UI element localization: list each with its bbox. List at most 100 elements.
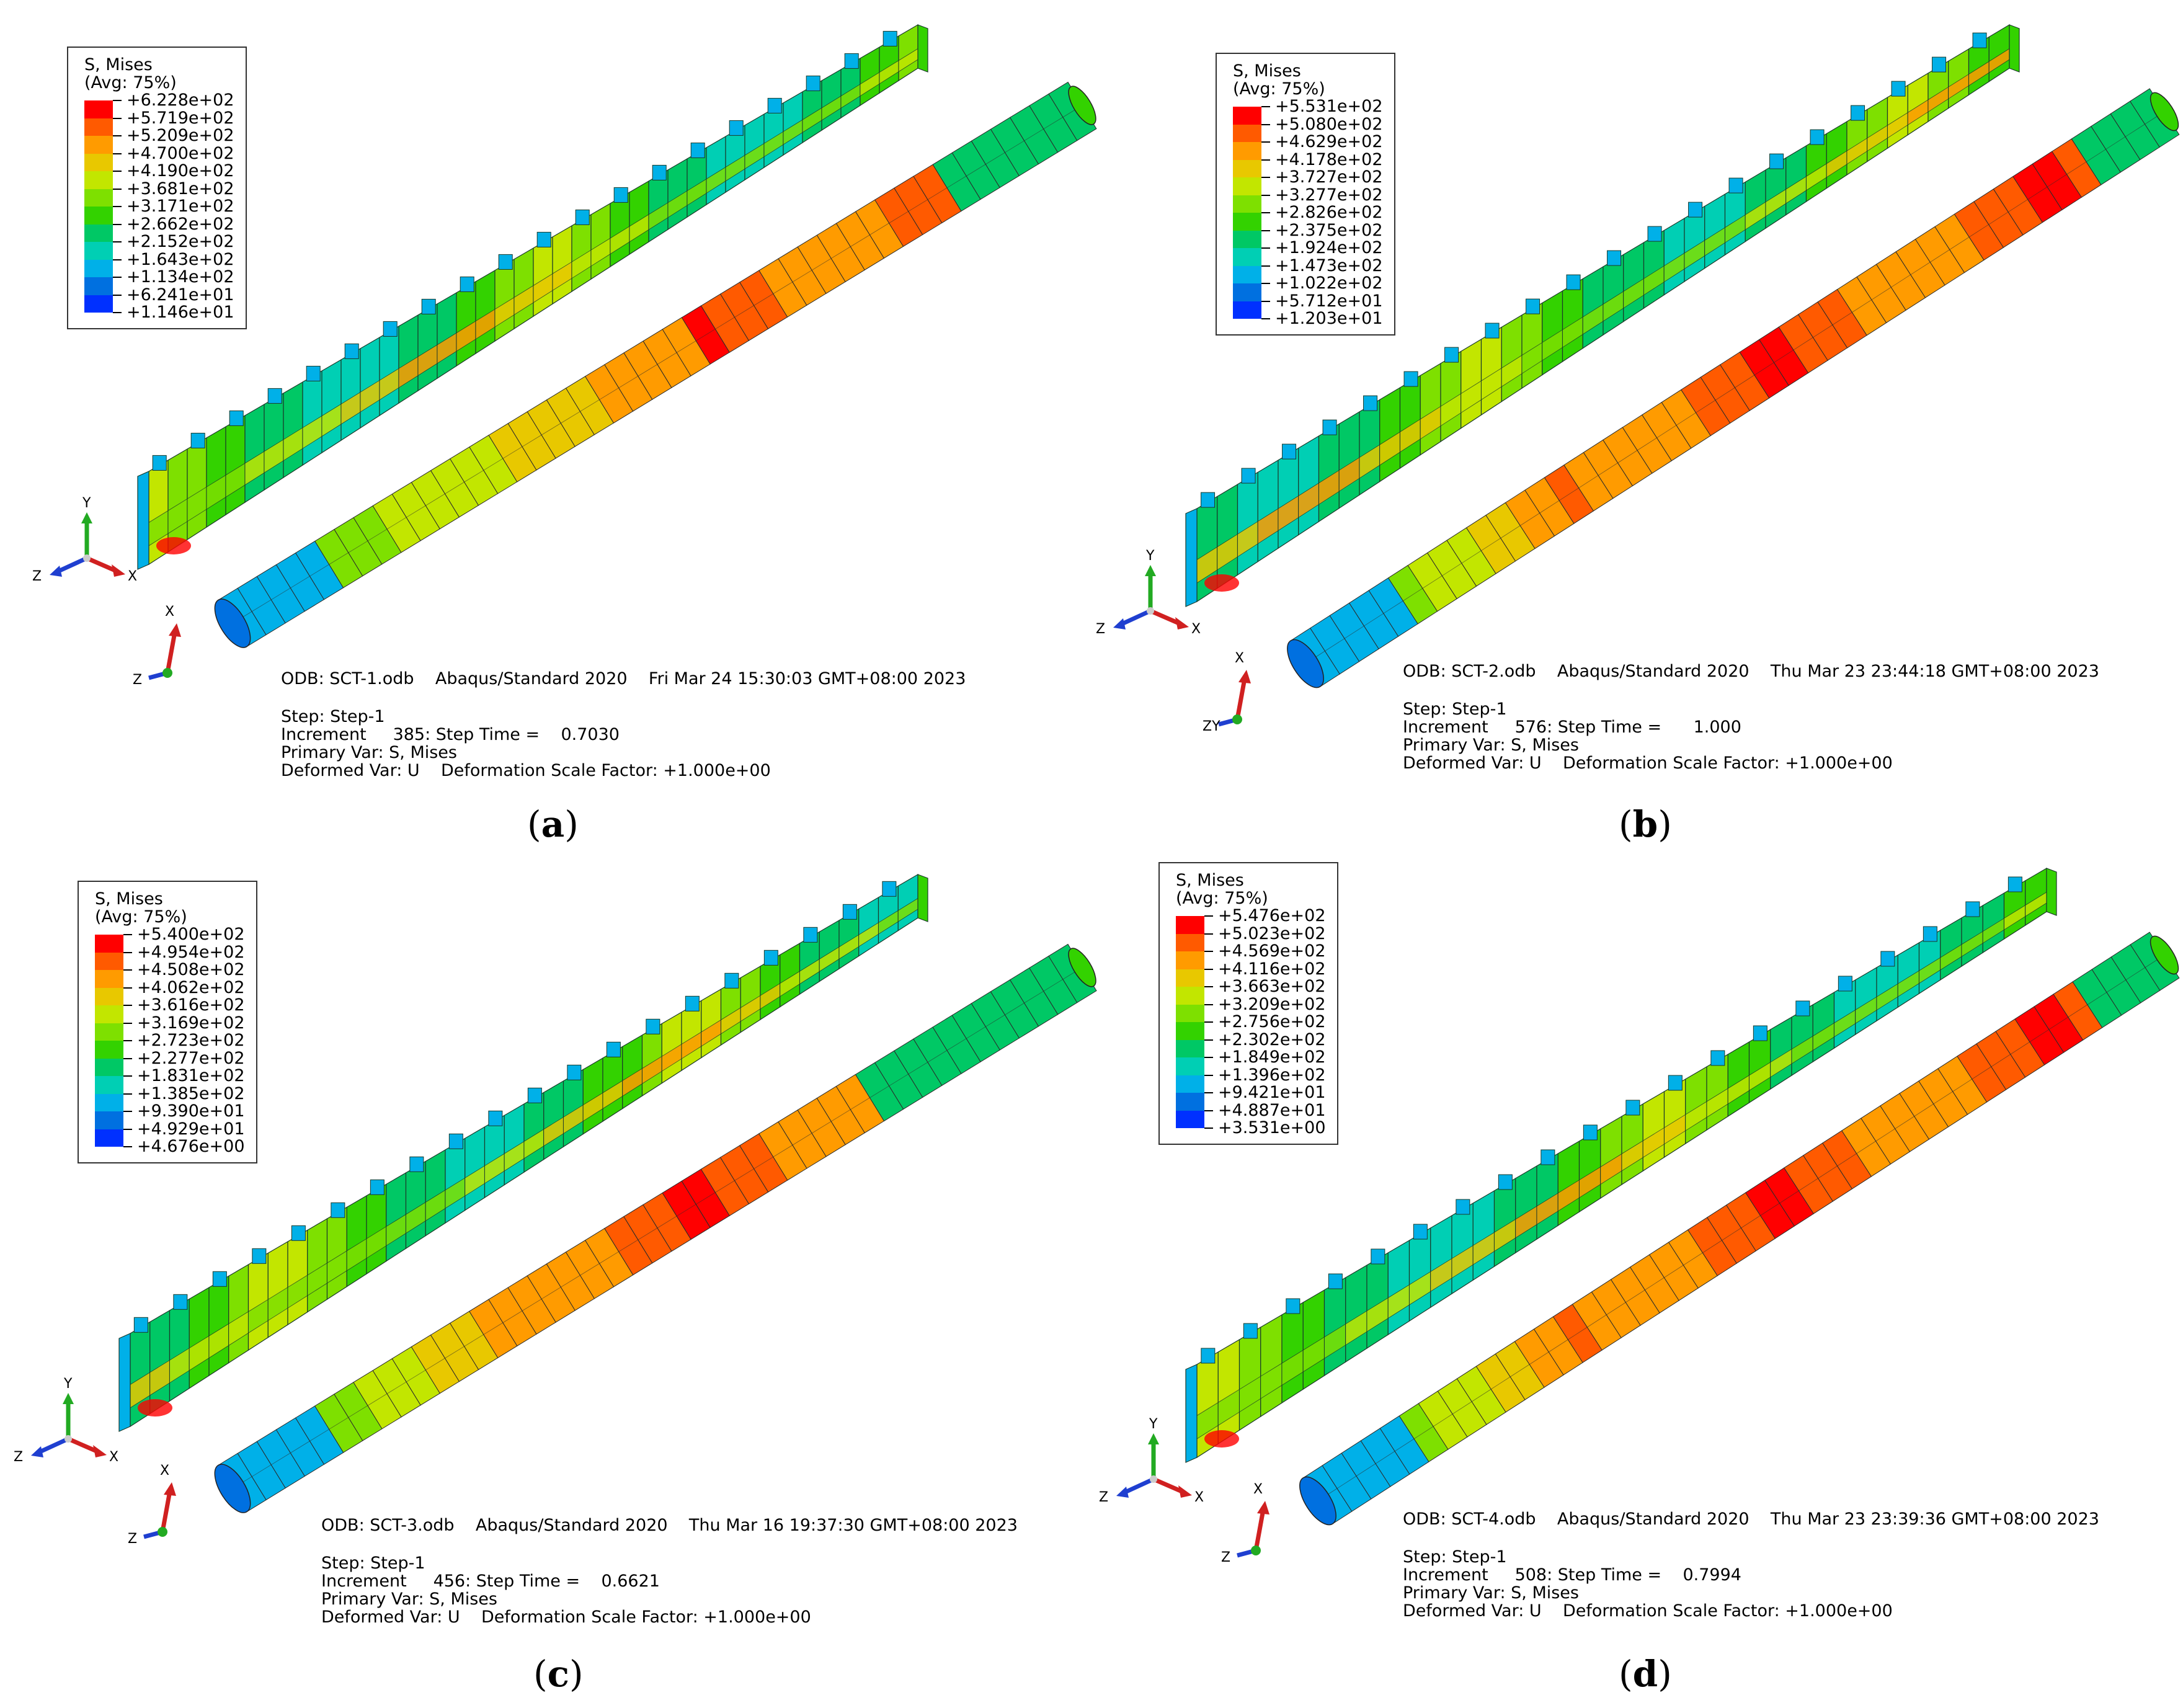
legend-tick	[113, 188, 122, 190]
legend-title: S, Mises	[1176, 871, 1244, 890]
panel-caption: (b)	[1619, 803, 1672, 845]
steel-beam-model	[1185, 24, 2020, 607]
legend-tick	[123, 1128, 132, 1130]
stress-legend: S, Mises(Avg: 75%)+5.476e+02+5.023e+02+4…	[1158, 862, 1338, 1145]
legend-tick	[123, 1005, 132, 1006]
triad-label-right: X	[109, 1449, 118, 1465]
legend-color-swatch	[1176, 1075, 1204, 1093]
legend-row: +5.531e+02	[1233, 97, 1383, 125]
legend-tick	[113, 223, 122, 225]
legend-row: +1.134e+02	[84, 268, 234, 295]
legend-value: +5.719e+02	[127, 108, 234, 128]
legend-tick	[123, 951, 132, 953]
legend-value: +1.203e+01	[1275, 309, 1383, 328]
legend-tick	[1204, 1003, 1213, 1005]
legend-color-swatch	[84, 153, 113, 171]
legend-value: +3.209e+02	[1218, 994, 1326, 1014]
increment-line: Increment 385: Step Time = 0.7030	[281, 725, 620, 744]
deformed-var-line: Deformed Var: U Deformation Scale Factor…	[281, 761, 771, 780]
legend-color-swatch	[1233, 301, 1261, 319]
legend-row: +4.676e+00	[95, 1137, 245, 1156]
legend-color-swatch	[95, 1093, 123, 1111]
stress-legend: S, Mises(Avg: 75%)+5.531e+02+5.080e+02+4…	[1216, 53, 1395, 336]
legend-value: +3.663e+02	[1218, 977, 1326, 996]
legend-row: +4.887e+01	[1176, 1101, 1326, 1128]
legend-row: +2.277e+02	[95, 1049, 245, 1076]
legend-averaging: (Avg: 75%)	[1176, 888, 1268, 908]
legend-row: +4.116e+02	[1176, 960, 1326, 987]
legend-row: +1.473e+02	[1233, 257, 1383, 283]
legend-tick	[1204, 915, 1213, 917]
legend-color-swatch	[1176, 951, 1204, 969]
primary-var-line: Primary Var: S, Mises	[1403, 1583, 1579, 1603]
legend-color-swatch	[84, 207, 113, 225]
legend-value: +1.396e+02	[1218, 1065, 1326, 1085]
legend-value: +1.146e+01	[127, 303, 234, 322]
primary-var-line: Primary Var: S, Mises	[281, 743, 457, 762]
caption-letter: b	[1632, 803, 1658, 845]
legend-tick	[113, 171, 122, 172]
triad-label-up: X	[1235, 651, 1244, 666]
legend-color-swatch	[1176, 987, 1204, 1005]
legend-color-swatch	[1233, 248, 1261, 266]
stress-legend: S, Mises(Avg: 75%)+5.400e+02+4.954e+02+4…	[78, 881, 257, 1163]
triad-label-left: Z	[1096, 621, 1105, 637]
legend-color-swatch	[1176, 1039, 1204, 1057]
legend-color-swatch	[95, 1129, 123, 1147]
triad-label-left: Z	[133, 672, 142, 688]
triad-label-up: Y	[63, 1376, 73, 1392]
legend-tick	[113, 100, 122, 101]
legend-row: +3.277e+02	[1233, 186, 1383, 213]
legend-row: +2.756e+02	[1176, 1013, 1326, 1040]
legend-color-swatch	[1233, 195, 1261, 213]
spacer	[1403, 680, 2099, 700]
panel-caption: (d)	[1619, 1653, 1672, 1695]
legend-tick	[113, 259, 122, 260]
spacer	[321, 1534, 1018, 1554]
legend-value: +5.476e+02	[1218, 906, 1326, 925]
legend-color-swatch	[84, 189, 113, 207]
legend-row: +2.152e+02	[84, 232, 234, 260]
legend-title: S, Mises	[84, 55, 153, 74]
caption-letter: a	[541, 803, 565, 845]
legend-tick	[1261, 194, 1270, 196]
legend-row: +3.169e+02	[95, 1014, 245, 1041]
legend-row: +9.421e+01	[1176, 1083, 1326, 1111]
legend-value: +4.676e+00	[137, 1137, 245, 1156]
stress-legend: S, Mises(Avg: 75%)+6.228e+02+5.719e+02+5…	[67, 47, 247, 329]
legend-value: +2.152e+02	[127, 232, 234, 251]
legend-row: +4.508e+02	[95, 961, 245, 988]
legend-tick	[123, 1057, 132, 1059]
legend-value: +1.924e+02	[1275, 238, 1383, 257]
legend-row: +1.203e+01	[1233, 309, 1383, 328]
step-line: Step: Step-1	[1403, 1547, 1507, 1567]
odb-line: ODB: SCT-3.odb Abaqus/Standard 2020 Thu …	[321, 1516, 1018, 1535]
legend-row: +4.190e+02	[84, 162, 234, 189]
legend-value: +2.826e+02	[1275, 203, 1383, 222]
spacer	[1403, 1528, 2099, 1548]
legend-color-swatch	[84, 242, 113, 260]
legend-value: +3.171e+02	[127, 197, 234, 216]
legend-tick	[1204, 1021, 1213, 1023]
legend-value: +5.209e+02	[127, 126, 234, 145]
legend-tick	[1204, 968, 1213, 970]
legend-color-swatch	[1233, 159, 1261, 177]
legend-row: +1.146e+01	[84, 303, 234, 322]
legend-color-swatch	[1176, 969, 1204, 987]
legend-value: +5.400e+02	[137, 925, 245, 944]
spacer	[281, 688, 966, 708]
triad-label-up: Y	[1145, 548, 1155, 564]
legend-row: +2.826e+02	[1233, 203, 1383, 231]
tube-column-model	[214, 943, 1097, 1513]
legend-tick	[1204, 1074, 1213, 1076]
legend-row: +1.022e+02	[1233, 274, 1383, 301]
step-line: Step: Step-1	[281, 707, 385, 726]
primary-var-line: Primary Var: S, Mises	[321, 1590, 497, 1609]
caption-paren-close: )	[564, 803, 579, 845]
legend-color-swatch	[1176, 933, 1204, 951]
legend-row: +5.400e+02	[95, 925, 245, 953]
